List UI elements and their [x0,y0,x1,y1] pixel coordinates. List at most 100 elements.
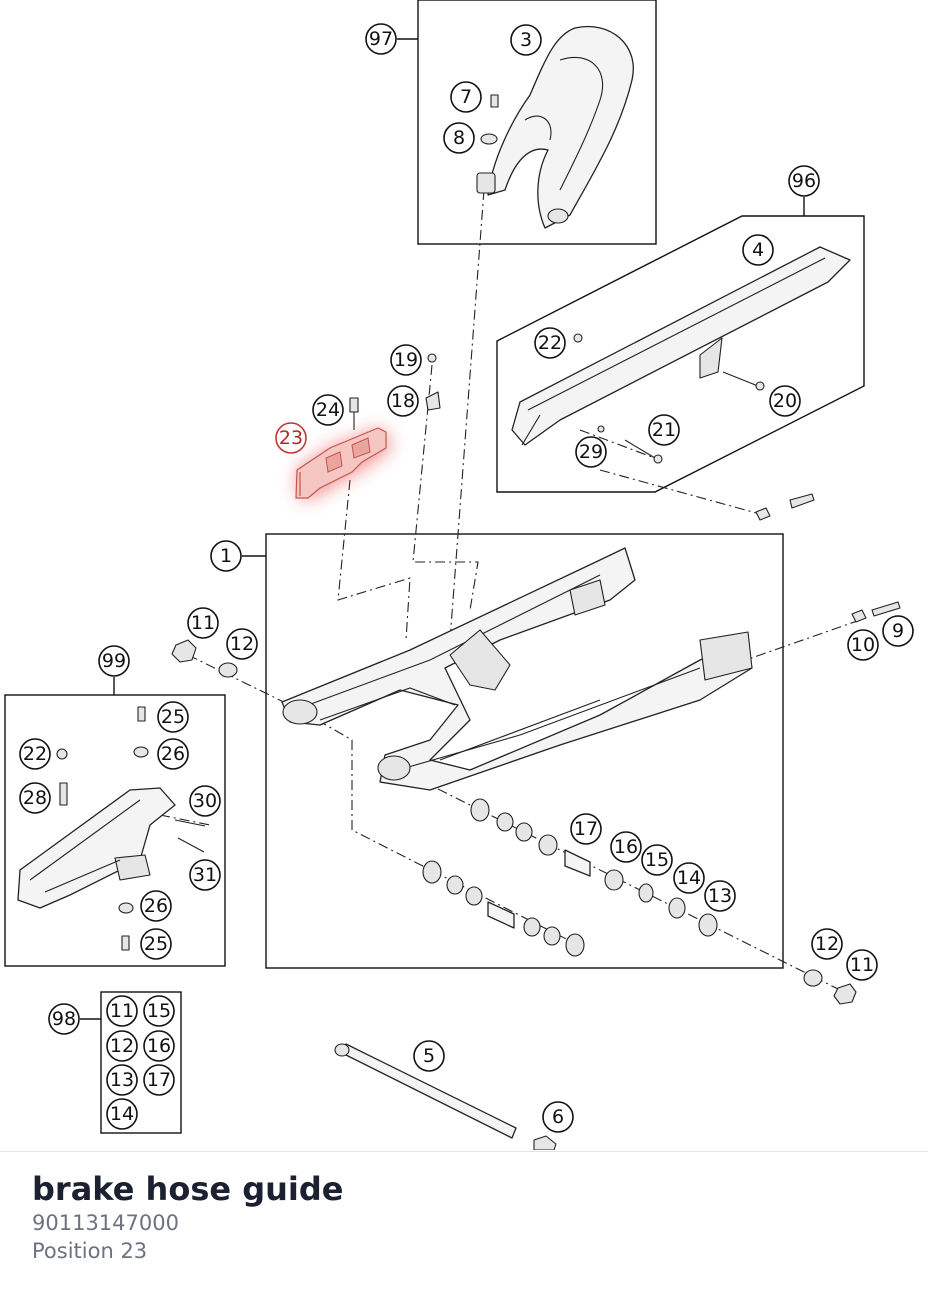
callout-22-chain-guard[interactable]: 22 [534,327,566,359]
callout-16[interactable]: 16 [610,831,642,863]
kit-frame-99 [4,694,226,967]
svg-text:25: 25 [161,706,185,728]
callout-96[interactable]: 96 [788,165,820,197]
part-26-spacer-lower [118,902,134,914]
part-28-bolt [59,782,68,806]
callout-26-lower[interactable]: 26 [140,890,172,922]
part-22-nut-kit [56,748,68,760]
svg-text:20: 20 [773,390,797,412]
callout-1[interactable]: 1 [210,540,242,572]
svg-text:99: 99 [102,650,126,672]
svg-text:12: 12 [815,933,839,955]
part-bearing-stack-lower [422,860,585,957]
svg-text:9: 9 [892,620,904,642]
callout-15[interactable]: 15 [641,844,673,876]
part-29-washer [597,425,605,433]
callout-18[interactable]: 18 [387,385,419,417]
svg-text:14: 14 [110,1103,134,1125]
kit98-callout-16[interactable]: 16 [143,1030,175,1062]
svg-text:3: 3 [520,29,532,51]
svg-text:15: 15 [645,849,669,871]
callout-9[interactable]: 9 [882,615,914,647]
callout-31[interactable]: 31 [189,859,221,891]
kit-frame-98 [100,991,182,1134]
kit98-callout-14[interactable]: 14 [106,1098,138,1130]
callout-14[interactable]: 14 [673,862,705,894]
callout-25-upper[interactable]: 25 [157,701,189,733]
callout-26-upper[interactable]: 26 [157,738,189,770]
svg-text:12: 12 [110,1035,134,1057]
svg-text:1: 1 [220,545,232,567]
part-bearing-stack-upper [470,798,718,937]
svg-text:11: 11 [110,1000,134,1022]
part-3-chain-guard [476,25,634,229]
svg-text:18: 18 [391,390,415,412]
callout-21[interactable]: 21 [648,414,680,446]
part-10-nut [851,609,867,623]
callout-98[interactable]: 98 [48,1003,80,1035]
callout-30[interactable]: 30 [189,785,221,817]
callout-20[interactable]: 20 [769,385,801,417]
svg-text:21: 21 [652,419,676,441]
part-chain-slider [17,787,176,909]
part-12-bushing-left [218,662,238,678]
svg-text:22: 22 [538,332,562,354]
svg-text:5: 5 [423,1045,435,1067]
callout-97[interactable]: 97 [365,23,397,55]
callout-8[interactable]: 8 [443,122,475,154]
part-5-axle [334,1043,517,1139]
svg-text:17: 17 [147,1069,171,1091]
part-31-pin [177,837,205,853]
callout-5[interactable]: 5 [413,1040,445,1072]
callout-29[interactable]: 29 [575,436,607,468]
callout-3[interactable]: 3 [510,24,542,56]
callout-4[interactable]: 4 [742,234,774,266]
kit98-callout-17[interactable]: 17 [143,1064,175,1096]
svg-text:6: 6 [552,1106,564,1128]
callout-24[interactable]: 24 [312,394,344,426]
svg-text:25: 25 [144,933,168,955]
kit-frame-97 [417,0,657,245]
callout-12-left[interactable]: 12 [226,628,258,660]
svg-text:16: 16 [614,836,638,858]
callout-11-left[interactable]: 11 [187,607,219,639]
part-23-brake-hose-guide[interactable] [295,427,387,499]
callout-19[interactable]: 19 [390,344,422,376]
callout-23-highlighted[interactable]: 23 [275,422,307,454]
part-20-screw [722,371,765,391]
part-number: 90113147000 [32,1211,179,1235]
part-axle-bolt-upper [755,493,815,521]
kit98-callout-12[interactable]: 12 [106,1030,138,1062]
kit98-callout-11[interactable]: 11 [106,995,138,1027]
part-position: Position 23 [32,1239,148,1263]
svg-text:97: 97 [369,28,393,50]
callout-6[interactable]: 6 [542,1101,574,1133]
kit98-callout-13[interactable]: 13 [106,1064,138,1096]
callout-17[interactable]: 17 [570,813,602,845]
part-24-screw [349,397,359,430]
svg-text:15: 15 [147,1000,171,1022]
callout-7[interactable]: 7 [450,81,482,113]
callout-28[interactable]: 28 [19,782,51,814]
callout-25-lower[interactable]: 25 [140,928,172,960]
svg-text:96: 96 [792,170,816,192]
svg-text:7: 7 [460,86,472,108]
part-9-bolt [871,601,901,617]
callout-22-kit[interactable]: 22 [19,738,51,770]
svg-text:11: 11 [850,954,874,976]
callout-99[interactable]: 99 [98,645,130,677]
part-26-spacer-upper [133,746,149,758]
callout-10[interactable]: 10 [847,629,879,661]
svg-text:4: 4 [752,239,764,261]
kit98-callout-15[interactable]: 15 [143,995,175,1027]
callout-11-right[interactable]: 11 [846,949,878,981]
part-12-bushing-right [803,969,823,987]
part-11-nut-right [833,983,857,1005]
swingarm-frame [265,533,784,969]
part-25-screw-upper [137,706,146,722]
part-30-pin [174,819,206,827]
part-19-screw [427,353,437,363]
callout-13[interactable]: 13 [704,880,736,912]
part-7-screw [490,94,499,108]
callout-12-right[interactable]: 12 [811,928,843,960]
